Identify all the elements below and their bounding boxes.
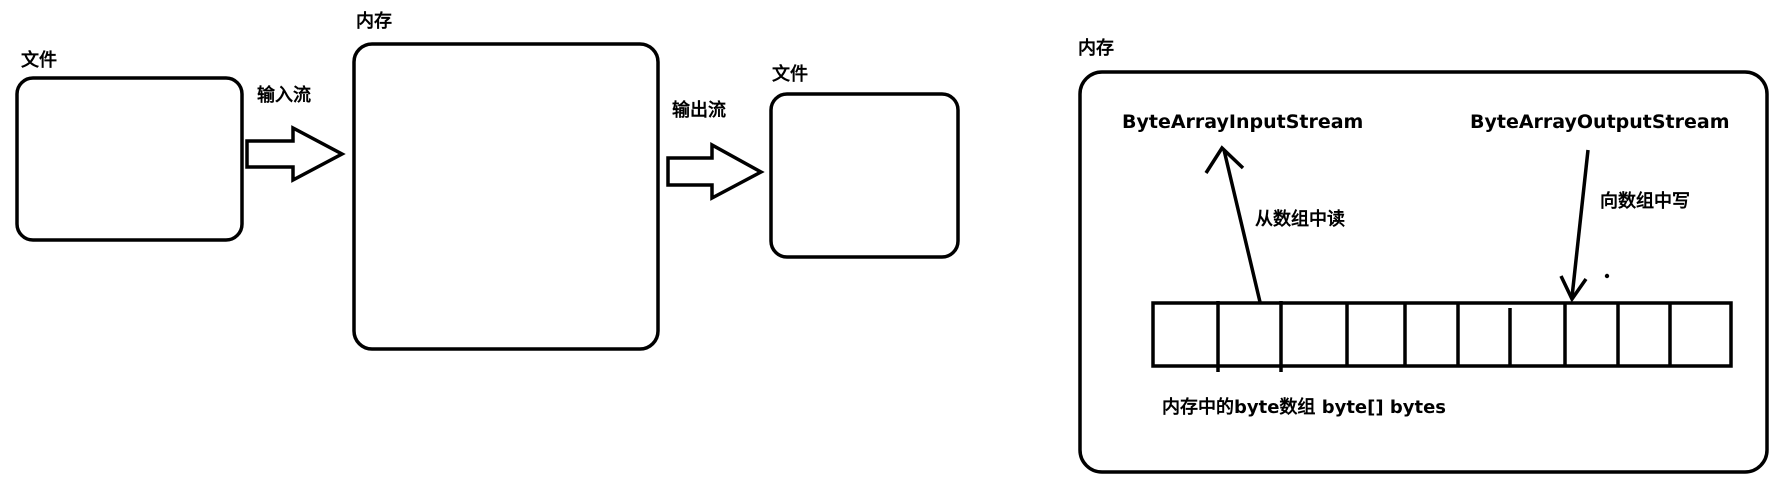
output-stream-label: 输出流	[672, 99, 726, 121]
memory-box	[352, 42, 660, 351]
read-label: 从数组中读	[1255, 208, 1345, 230]
input-stream-label: 输入流	[257, 84, 311, 106]
write-arrow-shaft	[1570, 149, 1590, 298]
right-memory-box	[1078, 70, 1769, 474]
file-in-label: 文件	[21, 49, 57, 71]
memory-label: 内存	[356, 10, 392, 32]
input-class-label: ByteArrayInputStream	[1122, 111, 1363, 133]
right-memory-label: 内存	[1078, 37, 1114, 59]
output-class-label: ByteArrayOutputStream	[1470, 111, 1730, 133]
read-arrow-shaft	[1222, 149, 1262, 303]
read-arrow-head	[1204, 145, 1245, 174]
byte-array	[1151, 301, 1733, 372]
write-arrow-head	[1559, 275, 1588, 303]
write-label: 向数组中写	[1600, 190, 1690, 212]
array-caption: 内存中的byte数组 byte[] bytes	[1162, 396, 1446, 418]
byte-array-outline	[1151, 301, 1733, 368]
file-in-box	[15, 76, 244, 242]
file-out-box	[769, 92, 960, 259]
right-diagram: 内存 ByteArrayInputStream ByteArrayOutputS…	[1078, 37, 1769, 474]
output-arrow	[666, 142, 765, 201]
input-arrow	[245, 125, 346, 183]
left-diagram: 文件 输入流 内存 输出流 文件	[15, 10, 960, 351]
file-out-label: 文件	[772, 63, 808, 85]
stray-dot	[1604, 273, 1610, 279]
